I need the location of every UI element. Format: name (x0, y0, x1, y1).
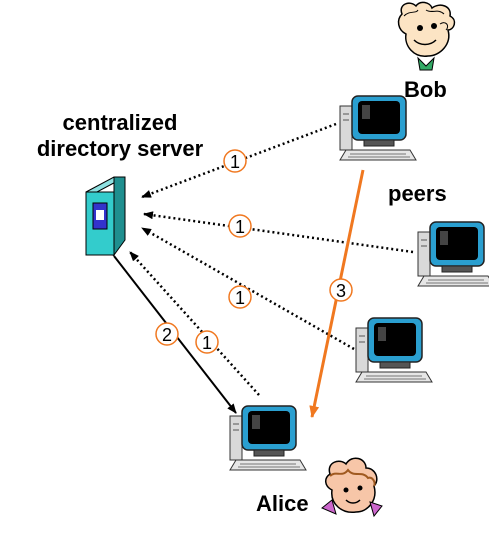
step-badge: 3 (329, 278, 353, 302)
step-number: 1 (202, 333, 212, 353)
step-badge: 1 (228, 285, 252, 309)
computer-icon (229, 405, 307, 471)
step-badge: 1 (195, 330, 219, 354)
server-label-line2: directory server (36, 136, 204, 161)
peers-label: peers (388, 181, 447, 206)
step-number: 1 (235, 288, 245, 308)
computer-icon (417, 221, 489, 287)
computer-icon (355, 317, 433, 383)
server-label: centralized directory server (20, 110, 220, 162)
step-number: 2 (162, 325, 172, 345)
server-label-line1: centralized (62, 110, 178, 135)
query-arrow-peer3 (141, 226, 355, 351)
computer-icon (339, 95, 417, 161)
step-badge: 1 (228, 214, 252, 238)
person-icon (397, 1, 456, 71)
alice-label: Alice (256, 491, 309, 516)
person-icon (321, 457, 383, 518)
step-badge: 1 (223, 149, 247, 173)
query-arrow-peer2 (143, 211, 414, 254)
step-number: 1 (235, 217, 245, 237)
step-number: 3 (336, 281, 346, 301)
bob-label: Bob (404, 77, 447, 102)
server-icon (85, 176, 126, 257)
query-arrow-alice (129, 251, 260, 396)
step-badge: 2 (155, 322, 179, 346)
step-number: 1 (230, 152, 240, 172)
